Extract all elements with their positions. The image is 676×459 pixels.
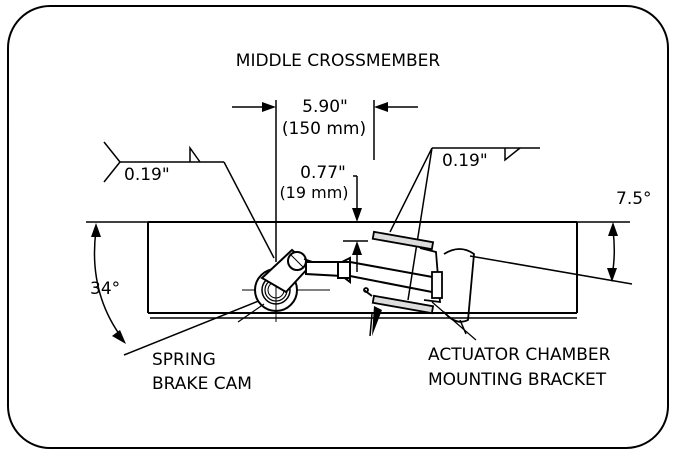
bracket-label-line1: ACTUATOR CHAMBER <box>428 345 611 365</box>
offset-arrow-up <box>352 241 362 255</box>
crossmember-rail <box>147 221 578 319</box>
offset-arrow-down <box>352 208 362 222</box>
offset-inches: 0.77" <box>300 163 346 183</box>
bracket-edge-lower <box>369 313 373 337</box>
angle-left-arrow-bottom <box>112 330 126 344</box>
bracket-break-line <box>459 319 467 335</box>
cam-leader-line <box>237 303 265 323</box>
actuator-mounting-bracket <box>363 230 475 323</box>
bracket-leader-line <box>431 301 477 341</box>
angle-right-dimension <box>469 229 633 285</box>
angle-right-label: 7.5° <box>616 189 652 209</box>
push-rod <box>305 256 439 293</box>
weld-symbol-right <box>389 147 540 301</box>
cam-label-line1: SPRING <box>152 350 216 370</box>
angle-left-arrow-top <box>91 223 101 237</box>
bracket-wedge <box>372 306 382 336</box>
cam-label-line2: BRAKE CAM <box>152 374 252 394</box>
spacing-arrow-left <box>262 102 276 112</box>
weld-symbol-left <box>103 141 275 259</box>
weld-left-label: 0.19" <box>124 165 170 185</box>
offset-mm: (19 mm) <box>279 183 348 202</box>
angle-right-arrow-bottom <box>607 268 617 282</box>
angle-right-arrow-top <box>608 222 618 236</box>
spacing-inches: 5.90" <box>302 97 348 117</box>
title: MIDDLE CROSSMEMBER <box>236 51 441 71</box>
diagram-frame <box>7 5 669 449</box>
spacing-mm: (150 mm) <box>282 119 366 139</box>
bracket-label-line2: MOUNTING BRACKET <box>428 370 607 390</box>
weld-right-label: 0.19" <box>442 151 488 171</box>
angle-left-label: 34° <box>90 279 120 299</box>
spacing-arrow-right <box>374 102 388 112</box>
